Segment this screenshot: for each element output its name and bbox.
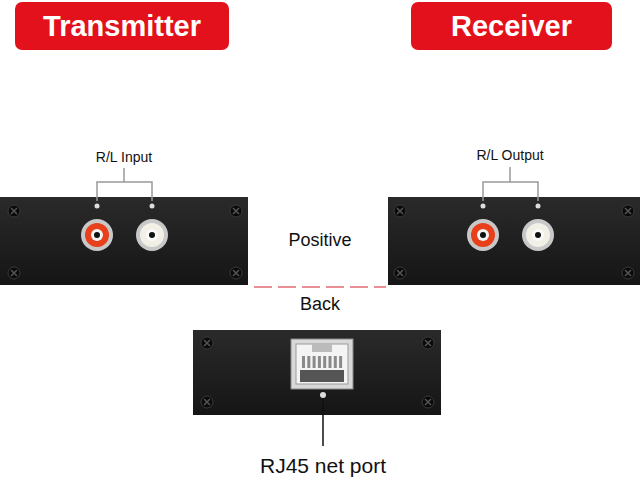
tag-text: Transmitter: [43, 10, 201, 43]
back-body: [193, 330, 441, 415]
title-tag: Receiver: [411, 2, 612, 50]
part-label: Back: [298, 294, 342, 315]
part-label: RJ45 net port: [258, 454, 388, 478]
receiver-body: [388, 197, 640, 285]
tag-text: Receiver: [451, 10, 572, 43]
part-label: R/L Input: [94, 149, 154, 165]
title-tag: Transmitter: [15, 2, 229, 50]
part-label: Positive: [286, 230, 353, 251]
transmitter-body: [0, 197, 248, 285]
part-label: R/L Output: [474, 147, 545, 163]
